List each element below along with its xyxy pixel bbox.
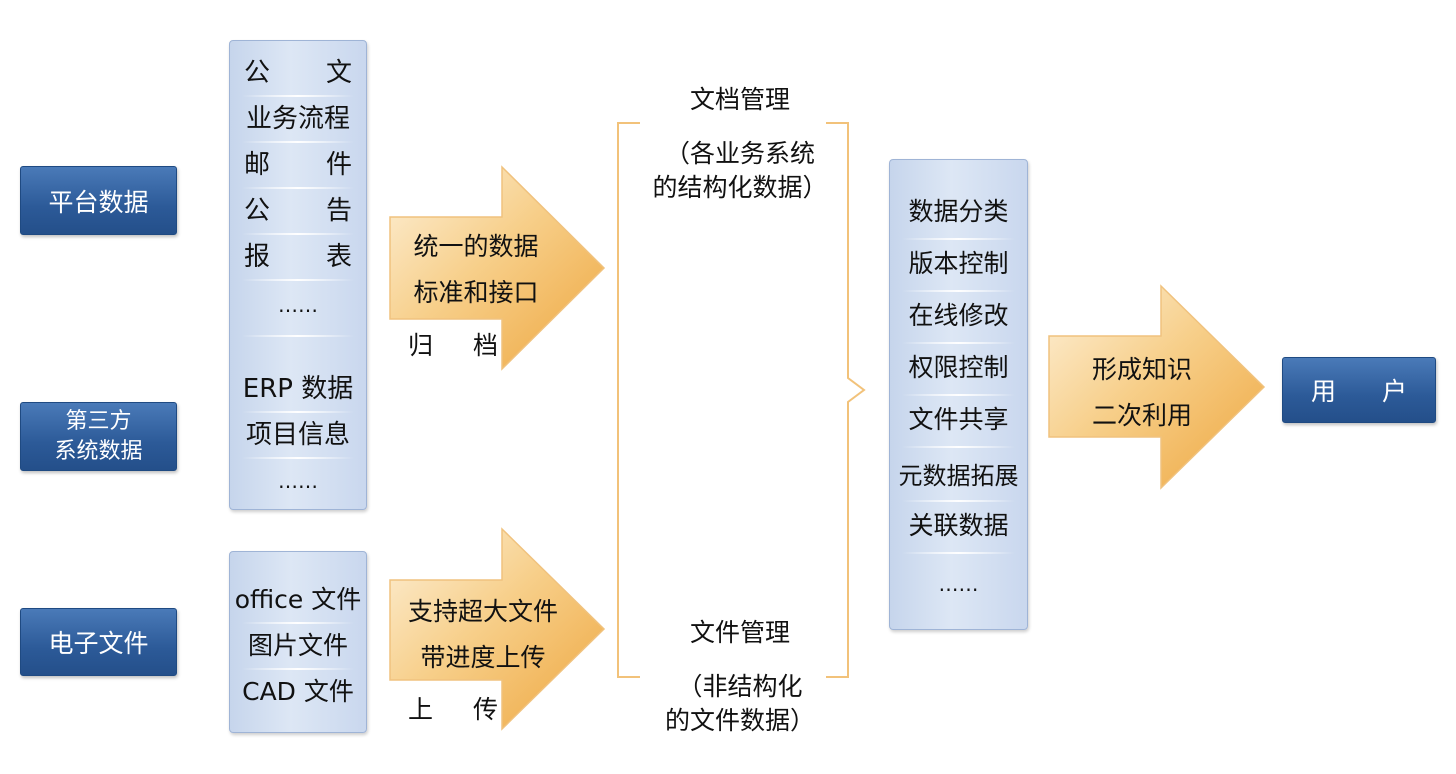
knowledge-arrow-line2: 二次利用 xyxy=(1091,401,1192,430)
upload-arrow-line2: 带进度上传 xyxy=(420,643,546,672)
list-item: 版本控制 xyxy=(908,249,1009,278)
list-item: office 文件 xyxy=(234,585,362,614)
knowledge-arrow xyxy=(1048,284,1266,490)
file-management-desc-line1: （非结构化 xyxy=(677,672,803,701)
user-label-char1: 用 xyxy=(1311,377,1337,406)
archive-arrow-line2: 标准和接口 xyxy=(413,278,539,307)
list-item: 图片文件 xyxy=(247,631,348,660)
left-bracket xyxy=(617,122,640,678)
user-label-char2: 户 xyxy=(1381,377,1407,406)
list-item: 公文 xyxy=(244,58,352,88)
platform-data-label: 平台数据 xyxy=(48,187,149,217)
list-item: 公告 xyxy=(244,196,352,226)
upload-arrow xyxy=(389,527,606,731)
archive-caption: 归档 xyxy=(408,331,498,360)
list-item: 项目信息 xyxy=(245,420,350,450)
electronic-files-box: 电子文件 xyxy=(20,608,177,676)
list-item: ERP 数据 xyxy=(242,374,354,404)
file-management-desc-line2: 的文件数据） xyxy=(664,706,815,735)
list-item: 报表 xyxy=(244,242,352,272)
list-item: 数据分类 xyxy=(908,197,1009,226)
list-item: 业务流程 xyxy=(245,104,350,134)
list-item: 元数据拓展 xyxy=(898,462,1019,490)
list-item: CAD 文件 xyxy=(242,677,354,706)
list-item: 文件共享 xyxy=(908,405,1009,434)
doc-management-desc-line2: 的结构化数据） xyxy=(652,173,828,202)
list-item: …… xyxy=(278,293,318,317)
knowledge-arrow-line1: 形成知识 xyxy=(1091,355,1192,384)
list-item: 关联数据 xyxy=(908,511,1009,540)
third-party-label-line2: 系统数据 xyxy=(54,438,143,464)
list-item: 邮件 xyxy=(244,150,352,180)
list-item: …… xyxy=(278,469,318,493)
upload-arrow-line1: 支持超大文件 xyxy=(407,597,558,626)
list-item: 在线修改 xyxy=(908,301,1009,330)
electronic-files-list: office 文件 图片文件 CAD 文件 xyxy=(229,551,367,733)
file-management-title: 文件管理 xyxy=(689,618,790,647)
archive-arrow xyxy=(389,165,606,371)
archive-arrow-line1: 统一的数据 xyxy=(413,232,539,261)
features-list: 数据分类 版本控制 在线修改 权限控制 文件共享 元数据拓展 关联数据 …… xyxy=(889,159,1028,630)
upload-caption: 上传 xyxy=(408,695,498,724)
right-brace xyxy=(826,122,866,678)
doc-management-title: 文档管理 xyxy=(689,85,790,114)
platform-data-list: 公文 业务流程 邮件 公告 报表 …… ERP 数据 项目信息 …… xyxy=(229,40,367,510)
platform-data-box: 平台数据 xyxy=(20,166,177,235)
doc-management-desc-line1: （各业务系统 xyxy=(664,139,815,168)
electronic-files-label: 电子文件 xyxy=(48,629,149,658)
list-item: …… xyxy=(938,572,979,596)
user-box: 用 户 xyxy=(1282,357,1436,423)
list-item: 权限控制 xyxy=(908,353,1009,382)
third-party-data-box: 第三方 系统数据 xyxy=(20,402,177,471)
third-party-label-line1: 第三方 xyxy=(65,408,132,434)
